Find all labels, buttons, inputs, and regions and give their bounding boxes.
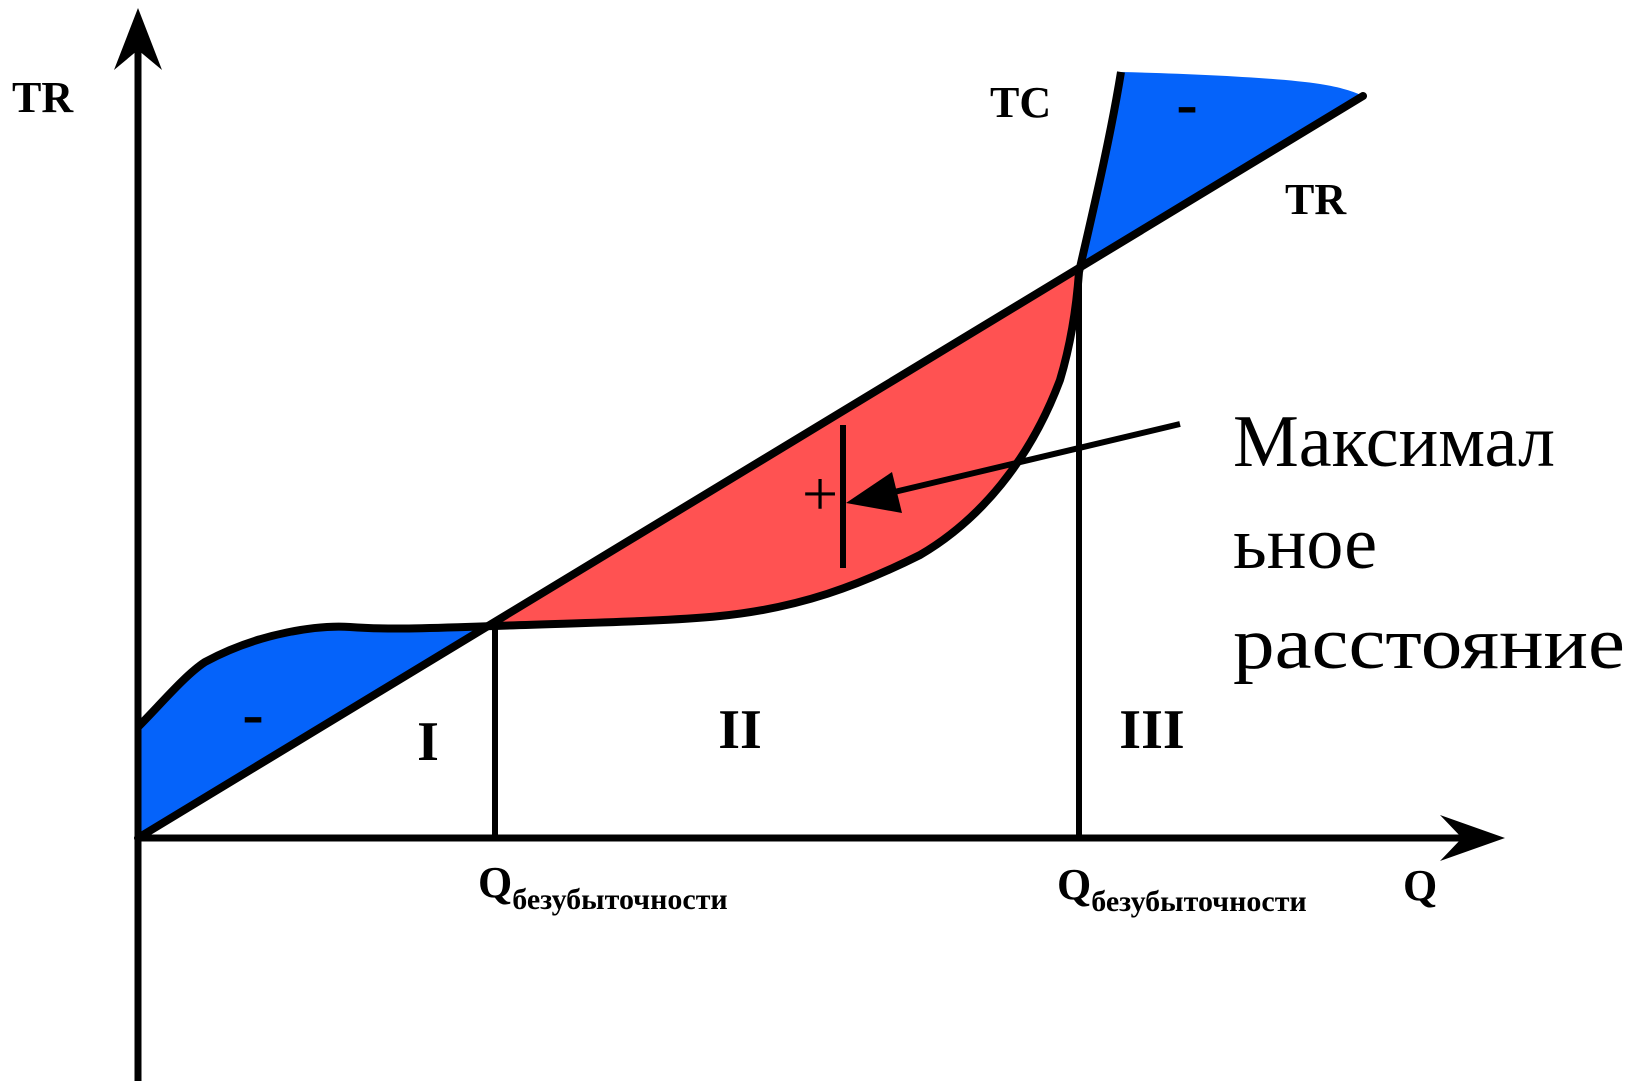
breakeven-label-2: Qбезубыточности: [1057, 860, 1307, 918]
loss-sign-right: -: [1176, 68, 1197, 139]
annotation-arrowhead: [846, 472, 902, 513]
zone-label-2: II: [718, 699, 762, 761]
tc-curve: [135, 71, 1125, 730]
annotation-line-2: ьное: [1233, 503, 1377, 585]
x-axis-label: Q: [1403, 861, 1437, 910]
x-axis-arrowhead: [1440, 815, 1505, 861]
breakeven-label-1-main: Q: [478, 858, 512, 907]
breakeven-label-2-main: Q: [1057, 860, 1091, 909]
y-axis-arrowhead: [114, 8, 162, 70]
breakeven-label-2-sub: безубыточности: [1091, 885, 1306, 918]
tr-line: [134, 92, 1367, 842]
tr-line-label: TR: [1285, 175, 1347, 224]
zone-label-1: I: [417, 711, 439, 773]
annotation-line-3: расстояние: [1233, 603, 1625, 685]
y-axis-label: TR: [12, 73, 74, 122]
annotation-line-1: Максимал: [1233, 401, 1555, 483]
breakeven-label-1: Qбезубыточности: [478, 858, 728, 916]
zone-label-3: III: [1119, 699, 1184, 761]
profit-sign: +: [802, 458, 838, 529]
loss-sign-left: -: [242, 678, 263, 749]
annotation-arrow-line: [889, 421, 1181, 496]
tc-curve-label: TC: [990, 78, 1051, 127]
breakeven-label-1-sub: безубыточности: [512, 883, 727, 916]
